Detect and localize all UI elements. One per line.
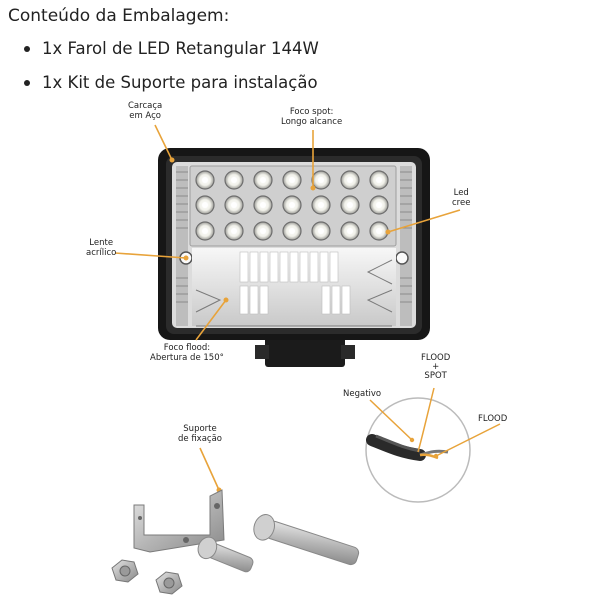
callout-lines <box>114 124 461 491</box>
list-item: 1x Farol de LED Retangular 144W <box>20 36 319 70</box>
flood-spot-wire-label: FLOOD + SPOT <box>421 353 451 381</box>
mount-foot <box>265 335 345 367</box>
flood-wire-label: FLOOD <box>478 414 508 424</box>
spot-focus-label: Foco spot:Longo alcance <box>281 107 343 127</box>
contents-list: 1x Farol de LED Retangular 144W 1x Kit d… <box>20 36 319 104</box>
negative-wire-label: Negativo <box>343 389 382 399</box>
wiring-detail <box>365 387 501 503</box>
list-item: 1x Kit de Suporte para instalação <box>20 70 319 104</box>
flood-focus-label: Foco flood:Abertura de 150° <box>150 343 224 363</box>
spot-led-grid <box>189 165 397 247</box>
package-contents-heading: Conteúdo da Embalagem: <box>8 6 230 26</box>
mounting-kit <box>111 489 360 595</box>
led-work-light <box>158 148 430 367</box>
